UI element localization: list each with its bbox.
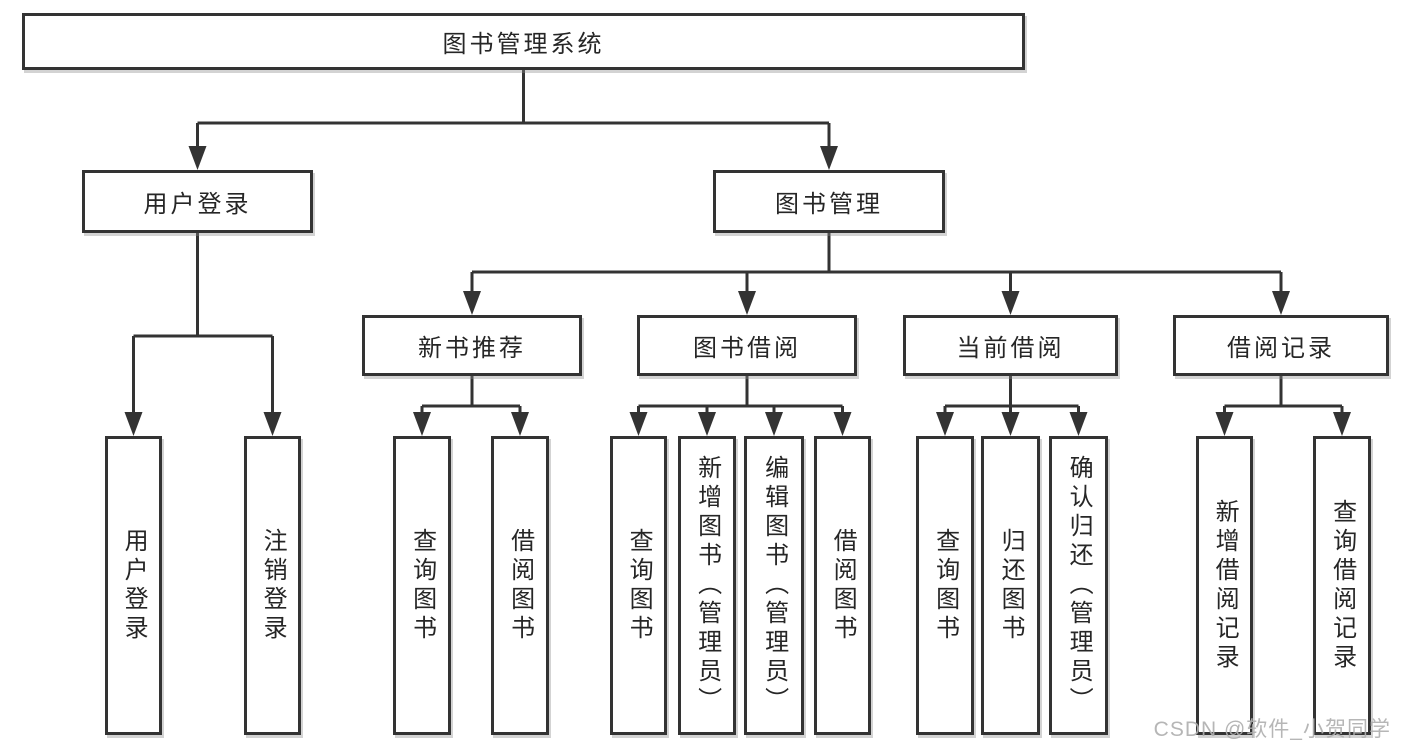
leaf-query-books-borrow: 查询图书 (610, 436, 667, 735)
node-root-label: 图书管理系统 (442, 31, 605, 58)
leaf-query-books-current: 查询图书 (916, 436, 974, 735)
leaf-add-borrow-record: 新增借阅记录 (1196, 436, 1253, 735)
node-new-book-recommend: 新书推荐 (362, 315, 582, 376)
connector-root-to-level2 (196, 70, 831, 147)
leaf-add-book-admin-label: 新增图书（管理员） (693, 455, 721, 716)
node-root: 图书管理系统 (22, 13, 1025, 70)
node-book-management: 图书管理 (713, 170, 945, 233)
node-borrow-records: 借阅记录 (1173, 315, 1389, 376)
leaf-add-borrow-record-label: 新增借阅记录 (1211, 498, 1239, 673)
leaf-query-books-borrow-label: 查询图书 (625, 527, 653, 644)
connector-borrowrecords-to-leaves (1223, 376, 1344, 414)
connector-bookmgmt-to-level3 (470, 233, 1283, 292)
leaf-query-books-recommend-label: 查询图书 (408, 527, 436, 644)
connector-currentborrow-to-leaves (943, 376, 1080, 414)
connector-userlogin-to-leaves (132, 233, 274, 413)
node-book-borrow: 图书借阅 (637, 315, 857, 376)
leaf-borrow-books: 借阅图书 (814, 436, 871, 735)
leaf-edit-book-admin: 编辑图书（管理员） (744, 436, 804, 735)
leaf-borrow-books-label: 借阅图书 (829, 527, 857, 644)
node-new-book-recommend-label: 新书推荐 (418, 335, 526, 362)
node-current-borrow-label: 当前借阅 (956, 335, 1065, 362)
leaf-logout-label: 注销登录 (259, 527, 287, 644)
connector-newbook-to-leaves (420, 376, 522, 414)
node-current-borrow: 当前借阅 (903, 315, 1118, 376)
node-borrow-records-label: 借阅记录 (1227, 335, 1335, 362)
leaf-return-book-label: 归还图书 (997, 527, 1025, 644)
leaf-query-borrow-record-label: 查询借阅记录 (1328, 498, 1356, 673)
node-book-management-label: 图书管理 (775, 191, 883, 218)
leaf-add-book-admin: 新增图书（管理员） (678, 436, 736, 735)
leaf-borrow-books-recommend: 借阅图书 (491, 436, 549, 735)
leaf-confirm-return-admin: 确认归还（管理员） (1049, 436, 1108, 735)
leaf-return-book: 归还图书 (981, 436, 1040, 735)
node-user-login-label: 用户登录 (143, 191, 252, 218)
leaf-confirm-return-admin-label: 确认归还（管理员） (1065, 455, 1093, 716)
leaf-user-login-label: 用户登录 (120, 527, 148, 644)
leaf-borrow-books-recommend-label: 借阅图书 (506, 527, 534, 644)
leaf-query-books-recommend: 查询图书 (393, 436, 451, 735)
leaf-query-books-current-label: 查询图书 (931, 527, 959, 644)
node-book-borrow-label: 图书借阅 (693, 335, 801, 362)
csdn-watermark: CSDN @软件_小贺同学 (1153, 718, 1391, 741)
leaf-logout: 注销登录 (244, 436, 301, 735)
node-user-login: 用户登录 (82, 170, 313, 233)
leaf-user-login: 用户登录 (105, 436, 162, 735)
connector-bookborrow-to-leaves (637, 376, 844, 414)
arrowheads (124, 146, 1351, 436)
leaf-query-borrow-record: 查询借阅记录 (1313, 436, 1371, 735)
leaf-edit-book-admin-label: 编辑图书（管理员） (760, 455, 788, 716)
